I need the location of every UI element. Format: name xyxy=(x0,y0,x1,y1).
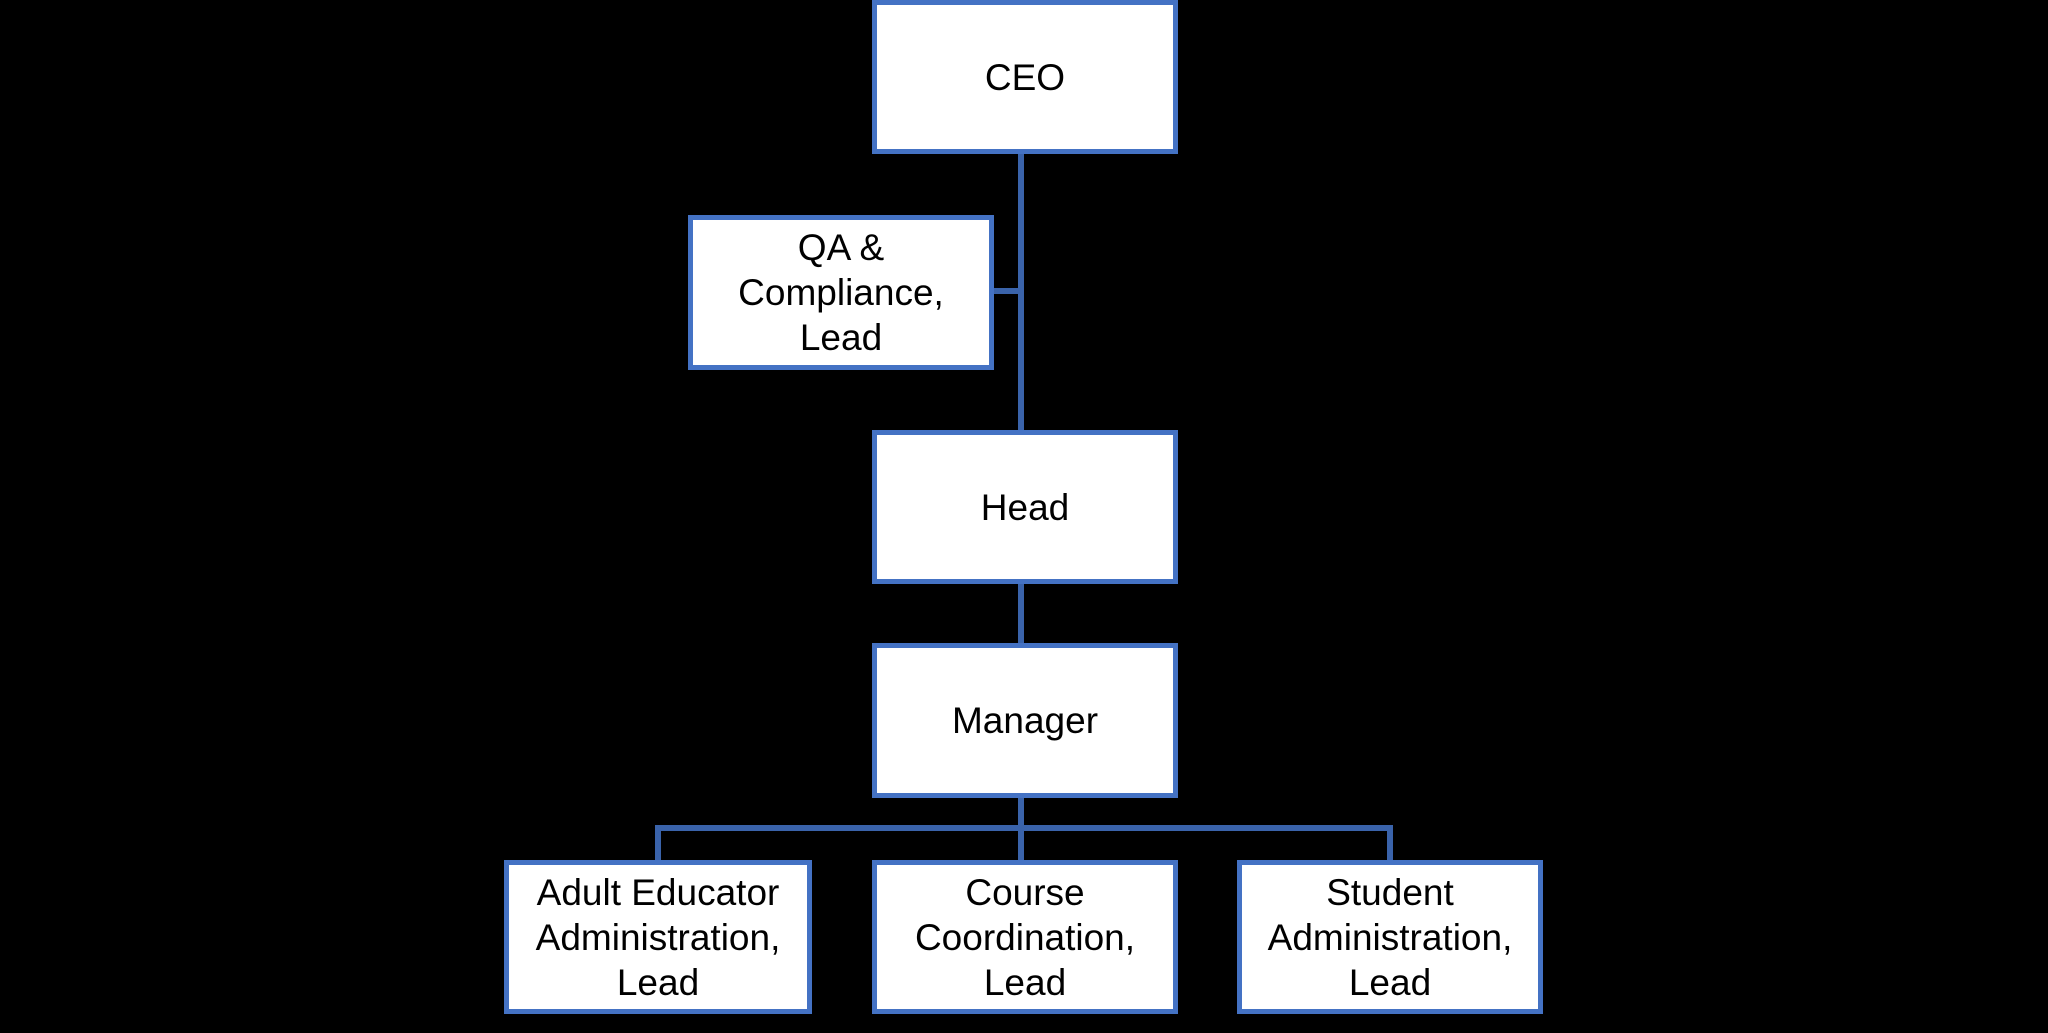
org-node-ceo-label: CEO xyxy=(984,56,1066,98)
org-node-adult-educator-administration-lead: Adult Educator Administration, Lead xyxy=(504,860,812,1014)
org-node-course-coordination-lead-label: Course Coordination, Lead xyxy=(914,871,1136,1003)
connector-drop-course xyxy=(1018,829,1024,862)
org-node-student-administration-lead-label: Student Administration, Lead xyxy=(1267,871,1513,1003)
connector-drop-adult xyxy=(655,825,661,862)
org-node-adult-educator-administration-lead-label: Adult Educator Administration, Lead xyxy=(535,871,781,1003)
org-node-manager-label: Manager xyxy=(951,700,1099,741)
connector-children-bar xyxy=(655,825,1393,831)
connector-drop-student xyxy=(1387,825,1393,862)
org-node-head-label: Head xyxy=(980,486,1070,528)
org-node-qa-compliance-lead: QA & Compliance, Lead xyxy=(688,215,994,370)
org-node-head: Head xyxy=(872,430,1178,584)
org-node-qa-compliance-lead-label: QA & Compliance, Lead xyxy=(738,227,944,358)
org-node-ceo: CEO xyxy=(872,0,1178,154)
connector-head-to-manager xyxy=(1018,582,1024,645)
connector-manager-drop xyxy=(1018,796,1024,827)
org-node-manager: Manager xyxy=(872,643,1178,798)
org-node-course-coordination-lead: Course Coordination, Lead xyxy=(872,860,1178,1014)
org-node-student-administration-lead: Student Administration, Lead xyxy=(1237,860,1543,1014)
connector-qa-assistant-stub xyxy=(992,288,1022,294)
